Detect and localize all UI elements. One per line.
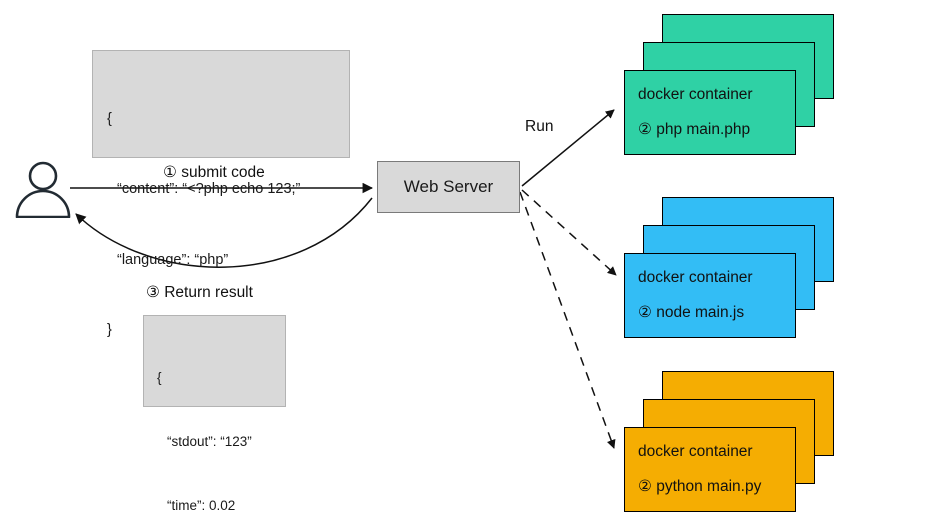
web-server-node[interactable]: Web Server [377, 161, 520, 213]
container-command: ② node main.js [638, 304, 745, 321]
response-line-3: “time”: 0.02 [167, 497, 236, 513]
edge-label-run: Run [525, 118, 554, 135]
edge-run-node [521, 189, 617, 276]
container-stack-node[interactable]: docker container ② node main.js [624, 197, 834, 339]
request-line-3: “language”: “php” [117, 251, 229, 268]
container-command: ② php main.php [638, 121, 751, 138]
edge-label-return-result: ③ Return result [146, 284, 253, 301]
edge-label-submit-code: ① submit code [163, 164, 265, 181]
request-line-4: } [107, 322, 112, 339]
response-line-2: “stdout”: “123” [167, 433, 252, 449]
response-payload-box: { “stdout”: “123” “time”: 0.02 } [143, 315, 286, 513]
request-payload-box: { “content”: “<?php echo 123;” “language… [92, 50, 350, 338]
container-stack-php[interactable]: docker container ② php main.php [624, 14, 834, 156]
container-command: ② python main.py [638, 478, 762, 495]
container-card-front[interactable]: docker container ② python main.py [624, 427, 796, 512]
user-actor-icon [15, 161, 71, 218]
request-line-2: “content”: “<?php echo 123;” [117, 181, 301, 198]
container-title: docker container [638, 86, 753, 103]
container-title: docker container [638, 269, 753, 286]
container-card-front[interactable]: docker container ② php main.php [624, 70, 796, 155]
web-server-label: Web Server [403, 177, 494, 196]
container-card-front[interactable]: docker container ② node main.js [624, 253, 796, 338]
request-line-1: { [107, 110, 112, 127]
response-line-1: { [157, 369, 162, 385]
edge-run-python [519, 191, 616, 449]
container-stack-python[interactable]: docker container ② python main.py [624, 371, 834, 513]
container-title: docker container [638, 443, 753, 460]
